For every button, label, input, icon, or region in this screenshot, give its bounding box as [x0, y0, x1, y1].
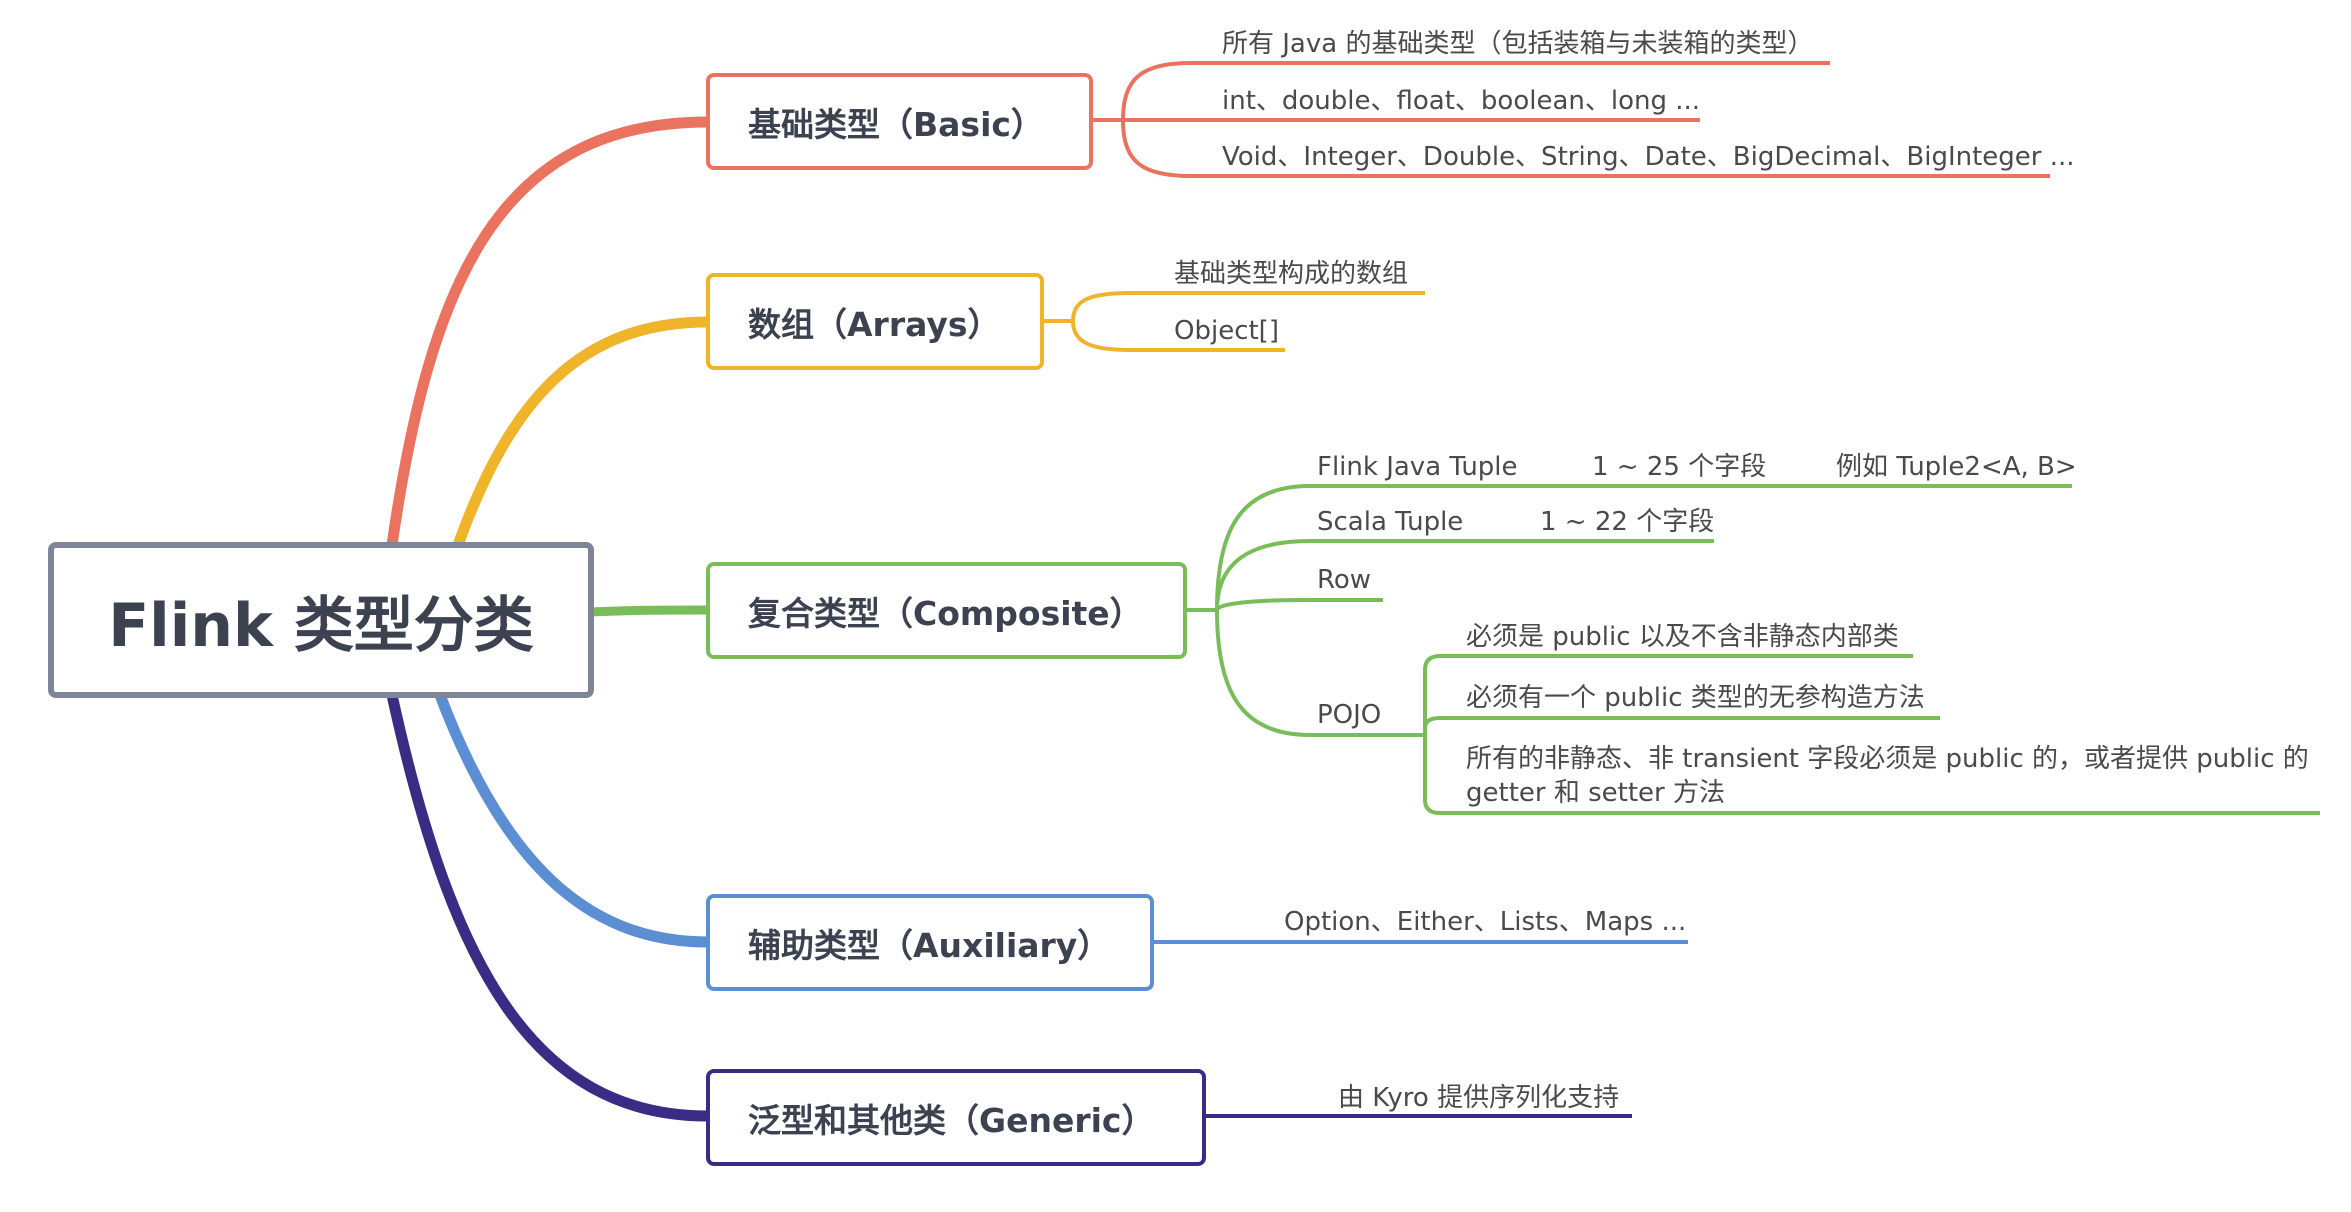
pojo-rule-2[interactable]: 必须有一个 public 类型的无参构造方法	[1466, 683, 1925, 713]
branch-auxiliary-label: 辅助类型（Auxiliary）	[748, 925, 1111, 965]
connector-root-generic	[386, 689, 714, 1122]
connector-root-auxiliary	[434, 689, 714, 948]
branch-arrays[interactable]: 数组（Arrays）	[706, 273, 1044, 370]
connector-composite-pojo	[1215, 609, 1425, 737]
composite-scala-tuple[interactable]: Scala Tuple	[1317, 507, 1464, 537]
composite-flink-tuple-example[interactable]: 例如 Tuple2<A, B>	[1836, 452, 2077, 482]
connector-basic-1	[1121, 61, 1830, 121]
branch-generic-label: 泛型和其他类（Generic）	[748, 1100, 1155, 1140]
connector-root-basic	[386, 116, 714, 551]
pojo-rule-3-line-1: 所有的非静态、非 transient 字段必须是 public 的，或者提供 p…	[1466, 744, 2309, 774]
root-node[interactable]: Flink 类型分类	[48, 542, 594, 698]
branch-composite-label: 复合类型（Composite）	[748, 593, 1143, 633]
pojo-rule-3-line-2: getter 和 setter 方法	[1466, 778, 1725, 808]
composite-scala-tuple-fields[interactable]: 1 ~ 22 个字段	[1540, 507, 1715, 537]
branch-composite[interactable]: 复合类型（Composite）	[706, 562, 1187, 659]
branch-basic-label: 基础类型（Basic）	[748, 104, 1044, 144]
connector-arrays-2	[1071, 320, 1285, 352]
connector-composite-flink	[1215, 484, 2072, 611]
arrays-leaf-2[interactable]: Object[]	[1174, 316, 1279, 346]
branch-generic[interactable]: 泛型和其他类（Generic）	[706, 1069, 1206, 1166]
basic-leaf-2[interactable]: int、double、float、boolean、long ...	[1222, 86, 1701, 116]
basic-leaf-1[interactable]: 所有 Java 的基础类型（包括装箱与未装箱的类型）	[1222, 29, 1814, 59]
connector-composite-row	[1215, 598, 1383, 611]
generic-leaf-1[interactable]: 由 Kyro 提供序列化支持	[1338, 1083, 1620, 1113]
auxiliary-leaf-1[interactable]: Option、Either、Lists、Maps ...	[1284, 907, 1687, 937]
connector-arrays-1	[1071, 291, 1425, 322]
pojo-rule-3[interactable]: 所有的非静态、非 transient 字段必须是 public 的，或者提供 p…	[1466, 742, 2309, 810]
branch-basic[interactable]: 基础类型（Basic）	[706, 73, 1093, 170]
connector-pojo-1	[1423, 654, 1913, 735]
connector-composite-scala	[1215, 539, 1714, 611]
arrays-leaf-1[interactable]: 基础类型构成的数组	[1174, 259, 1409, 289]
connector-pojo-3	[1423, 735, 2320, 815]
basic-leaf-3[interactable]: Void、Integer、Double、String、Date、BigDecim…	[1222, 142, 2075, 172]
composite-row[interactable]: Row	[1317, 565, 1372, 595]
branch-auxiliary[interactable]: 辅助类型（Auxiliary）	[706, 894, 1154, 991]
root-title: Flink 类型分类	[108, 590, 534, 661]
connector-root-composite	[585, 605, 713, 617]
composite-flink-tuple-fields[interactable]: 1 ~ 25 个字段	[1592, 452, 1767, 482]
composite-flink-tuple[interactable]: Flink Java Tuple	[1317, 452, 1518, 482]
connector-basic-3	[1121, 119, 2050, 178]
connector-root-arrays	[452, 316, 714, 551]
branch-arrays-label: 数组（Arrays）	[748, 304, 1001, 344]
connector-pojo-2	[1423, 716, 1940, 735]
composite-pojo[interactable]: POJO	[1317, 700, 1382, 730]
pojo-rule-1[interactable]: 必须是 public 以及不含非静态内部类	[1466, 622, 1899, 652]
